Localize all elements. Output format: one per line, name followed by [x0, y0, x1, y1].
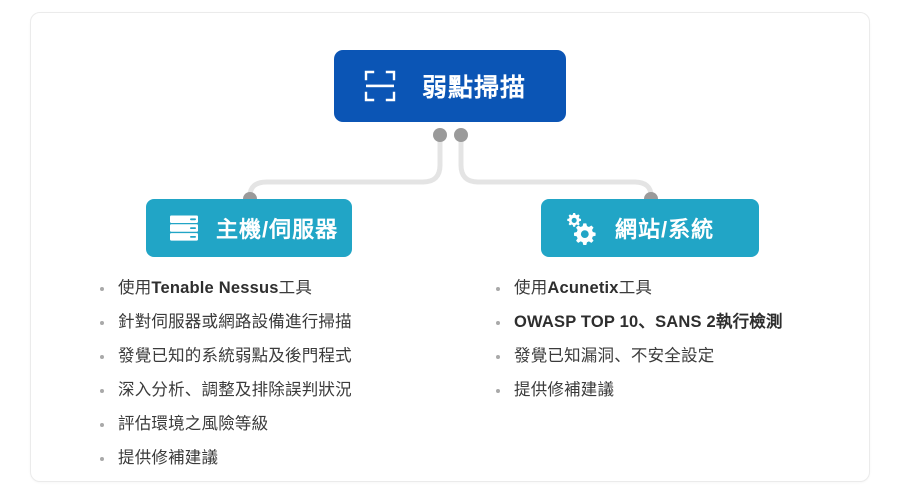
node-branch-host-server-label: 主機/伺服器 [216, 217, 339, 242]
node-branch-website-system[interactable]: 網站/系統 [541, 199, 759, 257]
list-item-label: 提供修補建議 [118, 449, 219, 467]
list-item: 評估環境之風險等級 [100, 412, 440, 437]
list-item-label: 針對伺服器或網路設備進行掃描 [118, 313, 352, 331]
bullet-list-host-server: 使用Tenable Nessus工具針對伺服器或網路設備進行掃描發覺已知的系統弱… [100, 276, 440, 480]
list-item-label: 使用Tenable Nessus工具 [118, 279, 313, 297]
list-item-label: 發覺已知漏洞、不安全設定 [514, 347, 715, 365]
bullet-dot-icon [100, 423, 104, 427]
list-item-label: 深入分析、調整及排除誤判狀況 [118, 381, 352, 399]
list-item: OWASP TOP 10、SANS 2執行檢測 [496, 310, 846, 335]
bullet-dot-icon [100, 287, 104, 291]
node-branch-website-system-label: 網站/系統 [615, 217, 715, 242]
bullet-dot-icon [100, 389, 104, 393]
bullet-dot-icon [100, 321, 104, 325]
node-branch-host-server[interactable]: 主機/伺服器 [146, 199, 352, 257]
list-item-label: OWASP TOP 10、SANS 2執行檢測 [514, 313, 783, 331]
bullet-dot-icon [100, 355, 104, 359]
bullet-dot-icon [496, 321, 500, 325]
list-item-label: 發覺已知的系統弱點及後門程式 [118, 347, 352, 365]
bullet-dot-icon [496, 287, 500, 291]
list-item: 針對伺服器或網路設備進行掃描 [100, 310, 440, 335]
list-item: 發覺已知的系統弱點及後門程式 [100, 344, 440, 369]
gears-icon [563, 211, 599, 245]
bullet-dot-icon [496, 389, 500, 393]
server-rack-icon [168, 212, 200, 244]
list-item: 使用Tenable Nessus工具 [100, 276, 440, 301]
list-item-label: 使用Acunetix工具 [514, 279, 653, 297]
scan-frame-icon [360, 66, 400, 106]
node-root-vulnerability-scan[interactable]: 弱點掃描 [334, 50, 566, 122]
node-root-label: 弱點掃描 [422, 74, 527, 102]
list-item: 深入分析、調整及排除誤判狀況 [100, 378, 440, 403]
bullet-dot-icon [100, 457, 104, 461]
list-item: 使用Acunetix工具 [496, 276, 846, 301]
list-item-label: 評估環境之風險等級 [118, 415, 269, 433]
list-item: 發覺已知漏洞、不安全設定 [496, 344, 846, 369]
list-item-label: 提供修補建議 [514, 381, 615, 399]
bullet-list-website-system: 使用Acunetix工具 OWASP TOP 10、SANS 2執行檢測發覺已知漏… [496, 276, 846, 412]
list-item: 提供修補建議 [100, 446, 440, 471]
bullet-dot-icon [496, 355, 500, 359]
list-item: 提供修補建議 [496, 378, 846, 403]
